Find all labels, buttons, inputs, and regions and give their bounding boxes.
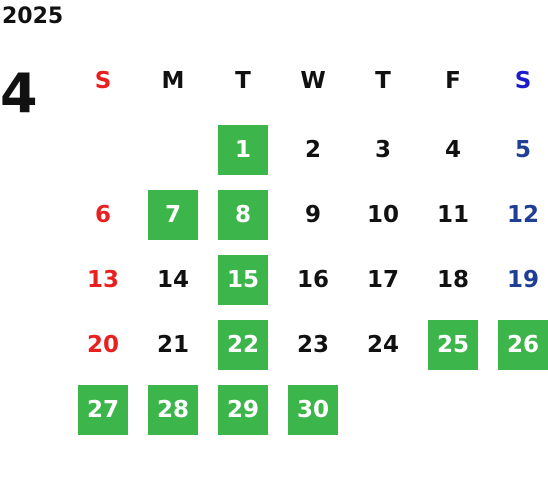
day-cell[interactable]: 3 [374, 137, 391, 163]
day-cell[interactable]: 14 [156, 267, 189, 293]
weekday-header: M [161, 68, 185, 94]
day-cell[interactable]: 23 [296, 332, 329, 358]
day-cell[interactable]: 10 [366, 202, 399, 228]
weekday-header: W [300, 68, 326, 94]
weekday-header: S [94, 68, 112, 94]
day-cell[interactable]: 11 [436, 202, 469, 228]
day-cell[interactable]: 2 [304, 137, 321, 163]
day-cell-highlighted[interactable]: 27 [78, 385, 128, 435]
weekday-header: S [514, 68, 532, 94]
day-cell-highlighted[interactable]: 30 [288, 385, 338, 435]
day-cell-highlighted[interactable]: 25 [428, 320, 478, 370]
day-cell[interactable]: 19 [506, 267, 539, 293]
day-cell-highlighted[interactable]: 15 [218, 255, 268, 305]
day-cell-highlighted[interactable]: 7 [148, 190, 198, 240]
weekday-header: T [375, 68, 391, 94]
day-cell-highlighted[interactable]: 28 [148, 385, 198, 435]
day-cell-highlighted[interactable]: 1 [218, 125, 268, 175]
day-cell[interactable]: 5 [514, 137, 531, 163]
weekday-header: T [235, 68, 251, 94]
day-cell[interactable]: 16 [296, 267, 329, 293]
day-cell-highlighted[interactable]: 29 [218, 385, 268, 435]
day-cell[interactable]: 12 [506, 202, 539, 228]
day-cell[interactable]: 13 [86, 267, 119, 293]
day-cell-highlighted[interactable]: 22 [218, 320, 268, 370]
day-cell[interactable]: 9 [304, 202, 321, 228]
year-label: 2025 [2, 4, 64, 29]
day-cell[interactable]: 18 [436, 267, 469, 293]
day-cell[interactable]: 21 [156, 332, 189, 358]
day-cell[interactable]: 24 [366, 332, 399, 358]
month-number: 4 [0, 62, 38, 125]
day-cell-highlighted[interactable]: 8 [218, 190, 268, 240]
weekday-header: F [445, 68, 461, 94]
day-cell-highlighted[interactable]: 26 [498, 320, 548, 370]
day-cell[interactable]: 17 [366, 267, 399, 293]
day-cell[interactable]: 6 [94, 202, 111, 228]
day-cell[interactable]: 20 [86, 332, 119, 358]
day-cell[interactable]: 4 [444, 137, 461, 163]
